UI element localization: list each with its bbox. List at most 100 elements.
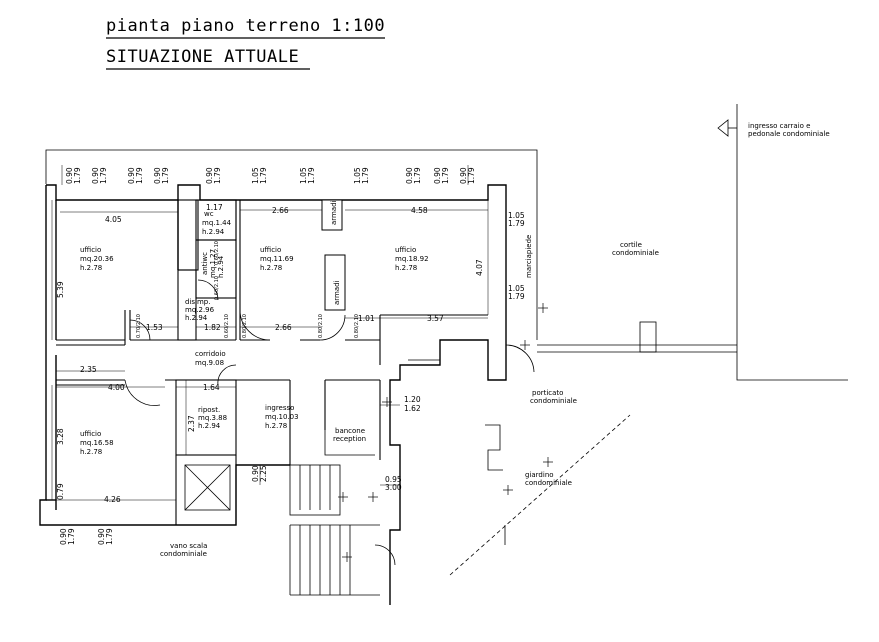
svg-text:0.60/2.10: 0.60/2.10: [214, 276, 220, 300]
top-window-dimensions: 0.90 1.79 0.90 1.79 0.90 1.79 0.90 1.79 …: [65, 167, 476, 184]
svg-text:1.79: 1.79: [467, 167, 476, 184]
svg-text:4.05: 4.05: [105, 215, 122, 224]
svg-text:0.80/2.10: 0.80/2.10: [318, 314, 324, 338]
svg-text:1.01: 1.01: [358, 314, 375, 323]
svg-text:0.90: 0.90: [153, 167, 162, 184]
label-porticato: porticato condominiale: [530, 389, 577, 405]
svg-text:h.2.94: h.2.94: [185, 314, 208, 322]
label-cortile: cortile condominiale: [612, 241, 659, 257]
svg-text:0.60/2.10: 0.60/2.10: [224, 314, 230, 338]
armadi-1-shape: [321, 199, 343, 231]
svg-text:condominiale: condominiale: [160, 550, 207, 558]
svg-text:mq.10.03: mq.10.03: [265, 413, 299, 421]
property-boundary: [45, 104, 848, 381]
label-ingresso-carraio: ingresso carraio e pedonale condominiale: [748, 122, 830, 138]
room-corridoio: corridoio mq.9.08: [195, 350, 226, 367]
svg-text:0.95: 0.95: [385, 475, 402, 484]
svg-text:pedonale condominiale: pedonale condominiale: [748, 130, 830, 138]
arrow-icon: [717, 119, 737, 137]
svg-text:ufficio: ufficio: [395, 246, 416, 254]
svg-text:0.90: 0.90: [433, 167, 442, 184]
svg-text:0.90: 0.90: [127, 167, 136, 184]
armadi-1-label: armadi: [330, 200, 338, 225]
svg-text:2.66: 2.66: [275, 323, 292, 332]
svg-text:0.80/2.10: 0.80/2.10: [354, 314, 360, 338]
svg-text:1.79: 1.79: [307, 167, 316, 184]
svg-text:1.79: 1.79: [213, 167, 222, 184]
svg-text:h.2.78: h.2.78: [395, 264, 417, 272]
room-ufficio-c: ufficio mq.18.92 h.2.78: [395, 246, 429, 272]
svg-text:vano scala: vano scala: [170, 542, 207, 550]
stairwell: [184, 464, 380, 596]
svg-text:2.66: 2.66: [272, 206, 289, 215]
svg-text:5.39: 5.39: [56, 281, 65, 298]
svg-text:mq.20.36: mq.20.36: [80, 255, 114, 263]
bancone-label: bancone: [335, 427, 365, 435]
svg-text:mq.3.88: mq.3.88: [198, 414, 227, 422]
room-ufficio-b: ufficio mq.11.69 h.2.78: [260, 246, 294, 272]
svg-text:1.17: 1.17: [206, 203, 223, 212]
svg-text:3.28: 3.28: [56, 428, 65, 445]
svg-text:mq.18.92: mq.18.92: [395, 255, 429, 263]
svg-text:1.79: 1.79: [67, 528, 76, 545]
dimension-labels: 4.05 1.17 2.66 4.58 5.39 4.07 1.05 1.79 …: [56, 203, 525, 504]
svg-text:corridoio: corridoio: [195, 350, 226, 358]
room-antiwc: antiwc mq.1.27 h.2.94: [201, 249, 225, 278]
interior-walls: [56, 199, 488, 525]
dimension-lines: [51, 165, 489, 501]
svg-text:0.70/2.10: 0.70/2.10: [136, 314, 142, 338]
svg-text:4.58: 4.58: [411, 206, 428, 215]
armadi-2-label: armadi: [333, 280, 341, 305]
svg-text:mq.11.69: mq.11.69: [260, 255, 294, 263]
svg-text:ufficio: ufficio: [80, 430, 101, 438]
svg-text:h.2.94: h.2.94: [202, 228, 225, 236]
plan-subtitle: SITUAZIONE ATTUALE: [106, 47, 299, 67]
courtyard-structure: [639, 321, 657, 353]
reception-label: reception: [333, 435, 366, 443]
svg-text:ufficio: ufficio: [260, 246, 281, 254]
svg-text:mq.2.96: mq.2.96: [185, 306, 215, 314]
label-vano-scala: vano scala condominiale: [160, 542, 207, 558]
svg-text:1.05: 1.05: [353, 167, 362, 184]
svg-text:3.57: 3.57: [427, 314, 444, 323]
svg-text:1.79: 1.79: [161, 167, 170, 184]
porticato-area: [408, 359, 631, 576]
door-dimension-tags: 0.70/2.10 0.60/2.10 0.80/2.10 0.80/2.10 …: [136, 241, 360, 338]
room-wc: wc mq.1.44 h.2.94: [202, 210, 232, 236]
svg-text:0.60/2.10: 0.60/2.10: [214, 241, 220, 265]
svg-text:0.90: 0.90: [65, 167, 74, 184]
doors: [124, 279, 535, 566]
svg-text:1.79: 1.79: [135, 167, 144, 184]
svg-text:1.53: 1.53: [146, 323, 163, 332]
bottom-window-dimensions: 0.90 1.79 0.90 1.79: [59, 528, 114, 545]
svg-text:4.26: 4.26: [104, 495, 121, 504]
svg-text:3.00: 3.00: [385, 483, 402, 492]
svg-text:1.79: 1.79: [441, 167, 450, 184]
reception-desk: [324, 430, 375, 456]
svg-text:0.90: 0.90: [459, 167, 468, 184]
room-ripost: ripost. mq.3.88 h.2.94: [198, 406, 227, 430]
svg-text:1.05: 1.05: [251, 167, 260, 184]
svg-text:1.64: 1.64: [203, 383, 220, 392]
svg-text:1.79: 1.79: [508, 219, 525, 228]
svg-text:1.82: 1.82: [204, 323, 221, 332]
svg-text:1.79: 1.79: [105, 528, 114, 545]
svg-text:condominiale: condominiale: [612, 249, 659, 257]
svg-text:1.79: 1.79: [413, 167, 422, 184]
svg-text:0.90: 0.90: [405, 167, 414, 184]
svg-text:1.05: 1.05: [508, 211, 525, 220]
svg-text:mq.16.58: mq.16.58: [80, 439, 114, 447]
svg-text:ingresso: ingresso: [265, 404, 294, 412]
plan-title: pianta piano terreno 1:100: [106, 16, 385, 36]
svg-text:0.90: 0.90: [59, 528, 68, 545]
svg-text:0.90: 0.90: [97, 528, 106, 545]
svg-text:1.79: 1.79: [73, 167, 82, 184]
svg-text:1.79: 1.79: [99, 167, 108, 184]
svg-text:1.05: 1.05: [508, 284, 525, 293]
svg-text:0.90: 0.90: [91, 167, 100, 184]
svg-text:condominiale: condominiale: [525, 479, 572, 487]
svg-text:2.25: 2.25: [259, 465, 268, 482]
room-ingresso: ingresso mq.10.03 h.2.78: [265, 404, 299, 430]
svg-text:1.20: 1.20: [404, 395, 421, 404]
